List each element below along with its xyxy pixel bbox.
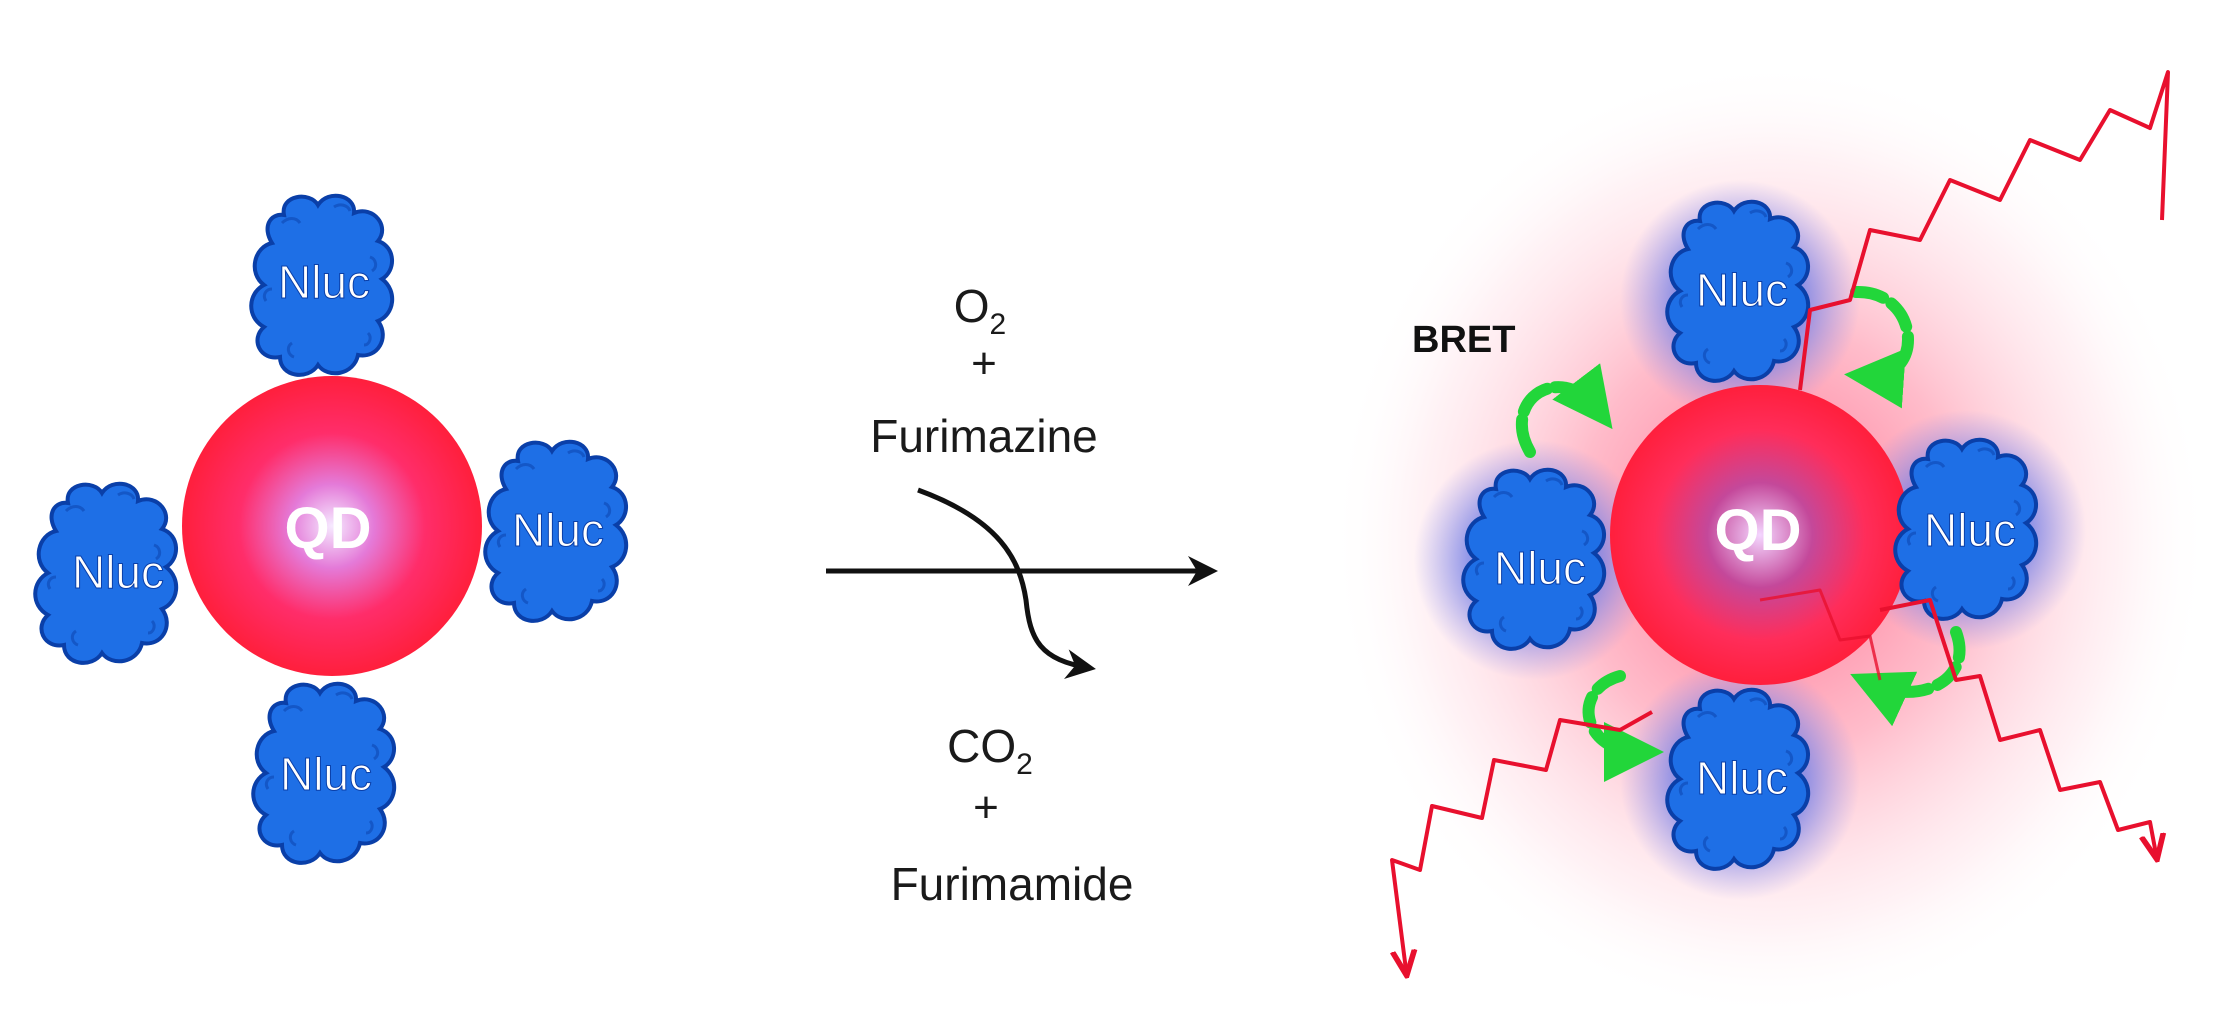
product-co2: CO2	[947, 720, 1033, 781]
side-arrow	[917, 487, 1096, 680]
curved-green-arrow-icon	[1582, 670, 1664, 782]
nluc-label: Nluc	[72, 546, 164, 598]
nluc-left-bottom: Nluc	[251, 681, 397, 865]
nluc-label: Nluc	[280, 748, 372, 800]
curved-green-arrow-icon	[1850, 626, 1966, 727]
left-complex: Nluc Nluc Nluc Nluc QD	[33, 193, 629, 865]
wavy-photon-arrow-icon	[1879, 598, 2156, 854]
curved-green-arrow-icon	[1516, 363, 1613, 458]
reaction: O2 + Furimazine CO2 + Furimamide	[826, 280, 1218, 910]
wavy-photon-arrow-icon	[1798, 70, 2170, 391]
right-complex: Nluc Nluc Nluc Nluc QD BRET	[1330, 60, 2210, 1020]
curved-green-arrow-icon	[1844, 285, 1914, 409]
qd-core-left	[182, 376, 482, 676]
nluc-right-left: Nluc	[1461, 467, 1607, 651]
nluc-label: Nluc	[1924, 504, 2016, 556]
reactant-o2: O2	[954, 280, 1006, 341]
nluc-label: Nluc	[1696, 752, 1788, 804]
qd-core-right	[1610, 385, 1910, 685]
nluc-left-left: Nluc	[33, 481, 179, 665]
bret-label: BRET	[1412, 319, 1515, 361]
reactant-furimazine: Furimazine	[870, 410, 1098, 462]
wavy-photon-arrow-icon	[1390, 710, 1653, 970]
qd-label-left: QD	[285, 496, 372, 561]
nluc-right-right: Nluc	[1893, 437, 2039, 621]
qd-label-right: QD	[1715, 498, 1802, 563]
plus-sign: +	[971, 339, 997, 388]
nluc-left-right: Nluc	[483, 439, 629, 623]
nluc-right-top: Nluc	[1665, 199, 1811, 383]
product-furimamide: Furimamide	[891, 858, 1134, 910]
nluc-left-top: Nluc	[249, 193, 395, 377]
nluc-label: Nluc	[1696, 264, 1788, 316]
wavy-photon-arrow-icon	[1759, 588, 1882, 681]
nluc-label: Nluc	[1494, 542, 1586, 594]
plus-sign: +	[973, 783, 999, 832]
nluc-label: Nluc	[512, 504, 604, 556]
nluc-label: Nluc	[278, 256, 370, 308]
nluc-right-bottom: Nluc	[1665, 687, 1811, 871]
